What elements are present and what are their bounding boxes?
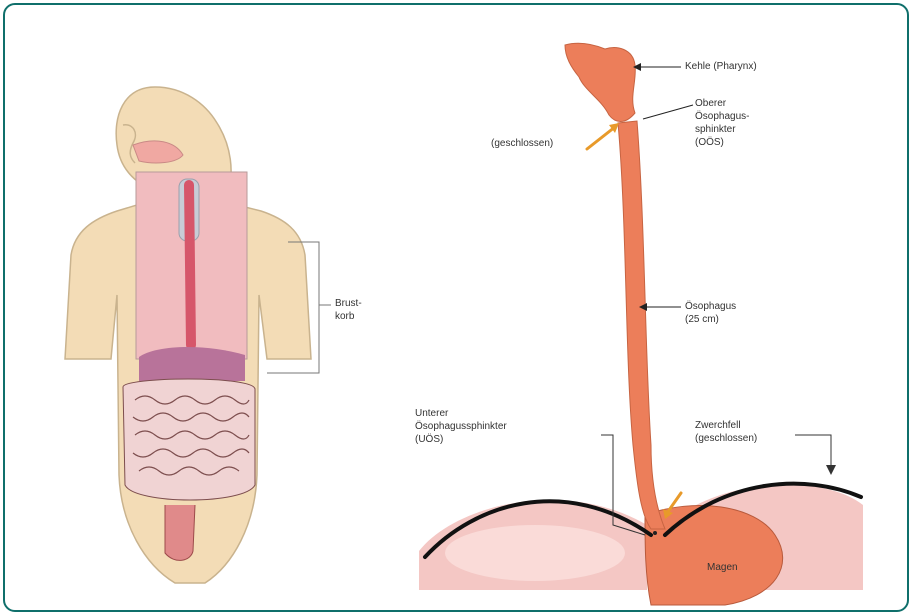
closed-top-label: (geschlossen) bbox=[491, 137, 553, 150]
les-label-line2: Ösophagussphinkter bbox=[415, 420, 507, 433]
ues-label-line3: sphinkter bbox=[695, 123, 736, 136]
esophagus-label-line2: (25 cm) bbox=[685, 313, 719, 326]
esophagus-label-line1: Ösophagus bbox=[685, 300, 736, 313]
ues-label-line1: Oberer bbox=[695, 97, 726, 110]
les-label-line3: (UÖS) bbox=[415, 433, 443, 446]
thorax-label-line2: korb bbox=[335, 310, 354, 323]
ues-label-line2: Ösophagus- bbox=[695, 110, 749, 123]
les-label-line1: Unterer bbox=[415, 407, 448, 420]
esophagus-detail bbox=[419, 43, 863, 605]
stomach-label: Magen bbox=[707, 561, 738, 574]
diagram-frame: Kehle (Pharynx) Oberer Ösophagus- sphink… bbox=[3, 3, 909, 612]
thorax-label-line1: Brust- bbox=[335, 297, 362, 310]
diaphragm-label-line2: (geschlossen) bbox=[695, 432, 757, 445]
body-figure bbox=[65, 87, 331, 583]
pharynx-label: Kehle (Pharynx) bbox=[685, 60, 757, 73]
ues-label-line4: (OÖS) bbox=[695, 136, 724, 149]
diaphragm-label-line1: Zwerchfell bbox=[695, 419, 741, 432]
esophagus-illustration bbox=[5, 5, 907, 610]
